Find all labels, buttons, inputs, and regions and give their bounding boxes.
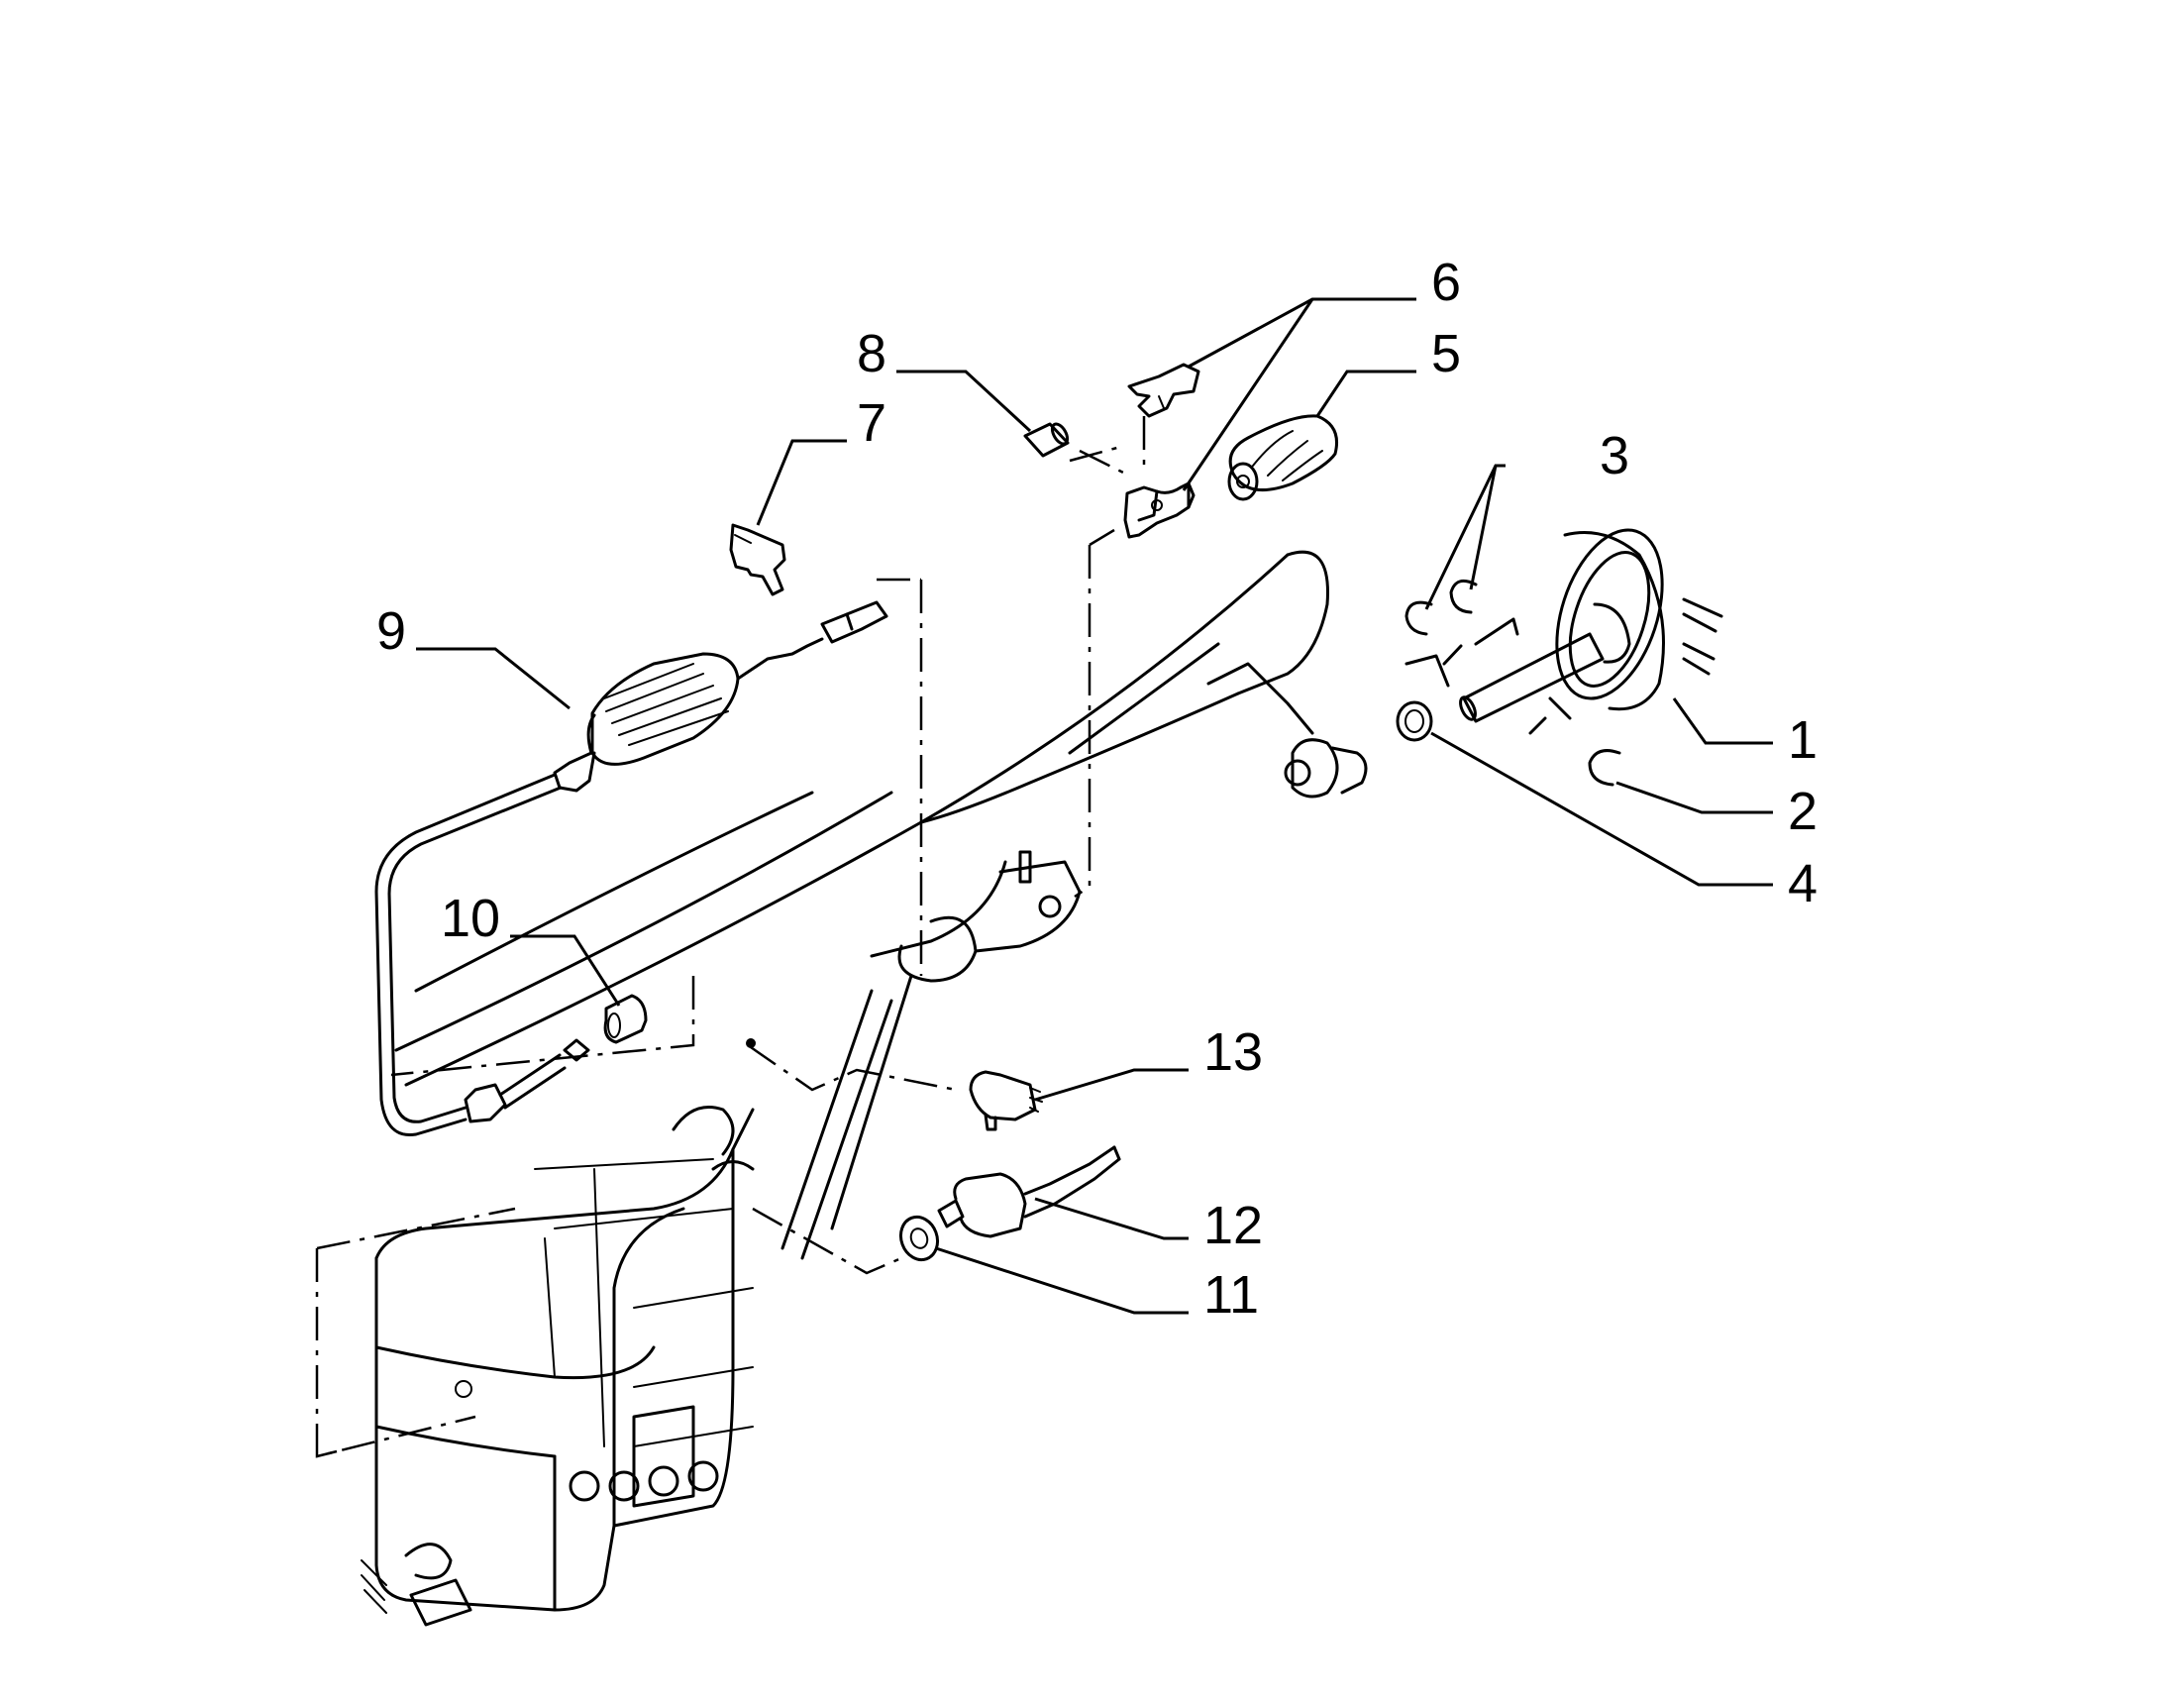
part-6-fork-and-clip — [1123, 363, 1200, 539]
leader-8 — [896, 370, 1032, 433]
assembly-lines — [315, 416, 1146, 1458]
leader-10 — [510, 934, 621, 1007]
leader-9 — [416, 647, 571, 710]
callout-7: 7 — [857, 393, 886, 453]
callout-5: 5 — [1431, 324, 1461, 383]
part-13-switch-connector — [969, 1070, 1043, 1131]
part-9-wear-sensor-cable — [374, 600, 888, 1137]
callout-3: 3 — [1600, 426, 1629, 485]
part-2-circlip — [1588, 749, 1621, 787]
leader-3a — [1424, 464, 1506, 610]
callout-12: 12 — [1203, 1196, 1263, 1255]
leader-5 — [1315, 370, 1416, 417]
callout-8: 8 — [857, 324, 886, 383]
leader-3b — [1469, 465, 1498, 590]
callout-10: 10 — [441, 889, 500, 948]
part-4-seal-ring — [1396, 700, 1433, 742]
leader-7 — [756, 439, 847, 526]
callout-4: 4 — [1788, 854, 1818, 913]
part-10-connector — [603, 994, 648, 1044]
part-7-retaining-clip — [729, 523, 786, 596]
leader-lines — [416, 297, 1773, 1315]
leader-13 — [1034, 1068, 1189, 1102]
leader-12 — [1034, 1197, 1189, 1240]
callout-2: 2 — [1788, 782, 1818, 841]
part-1-actuator — [1404, 528, 1723, 735]
clutch-lever-assembly — [394, 550, 1368, 1260]
leader-11 — [935, 1246, 1189, 1315]
leader-6a — [1188, 297, 1416, 369]
gearbox-housing — [361, 1106, 755, 1627]
leader-6b — [1182, 298, 1314, 491]
part-5-rubber-boot — [1227, 414, 1338, 501]
part-3-circlips — [1404, 579, 1478, 636]
part-11-washer — [898, 1215, 940, 1262]
leader-1 — [1672, 697, 1773, 745]
part-12-switch — [937, 1145, 1121, 1238]
part-8-pin — [1023, 422, 1070, 458]
callout-labels: 1 2 3 4 5 6 7 8 9 10 11 12 13 — [376, 253, 1818, 1325]
leader-4 — [1430, 731, 1773, 887]
callout-6: 6 — [1431, 253, 1461, 312]
callout-13: 13 — [1203, 1022, 1263, 1082]
callout-9: 9 — [376, 601, 406, 661]
callout-11: 11 — [1203, 1265, 1259, 1325]
callout-1: 1 — [1788, 710, 1818, 770]
leader-2 — [1615, 781, 1773, 814]
